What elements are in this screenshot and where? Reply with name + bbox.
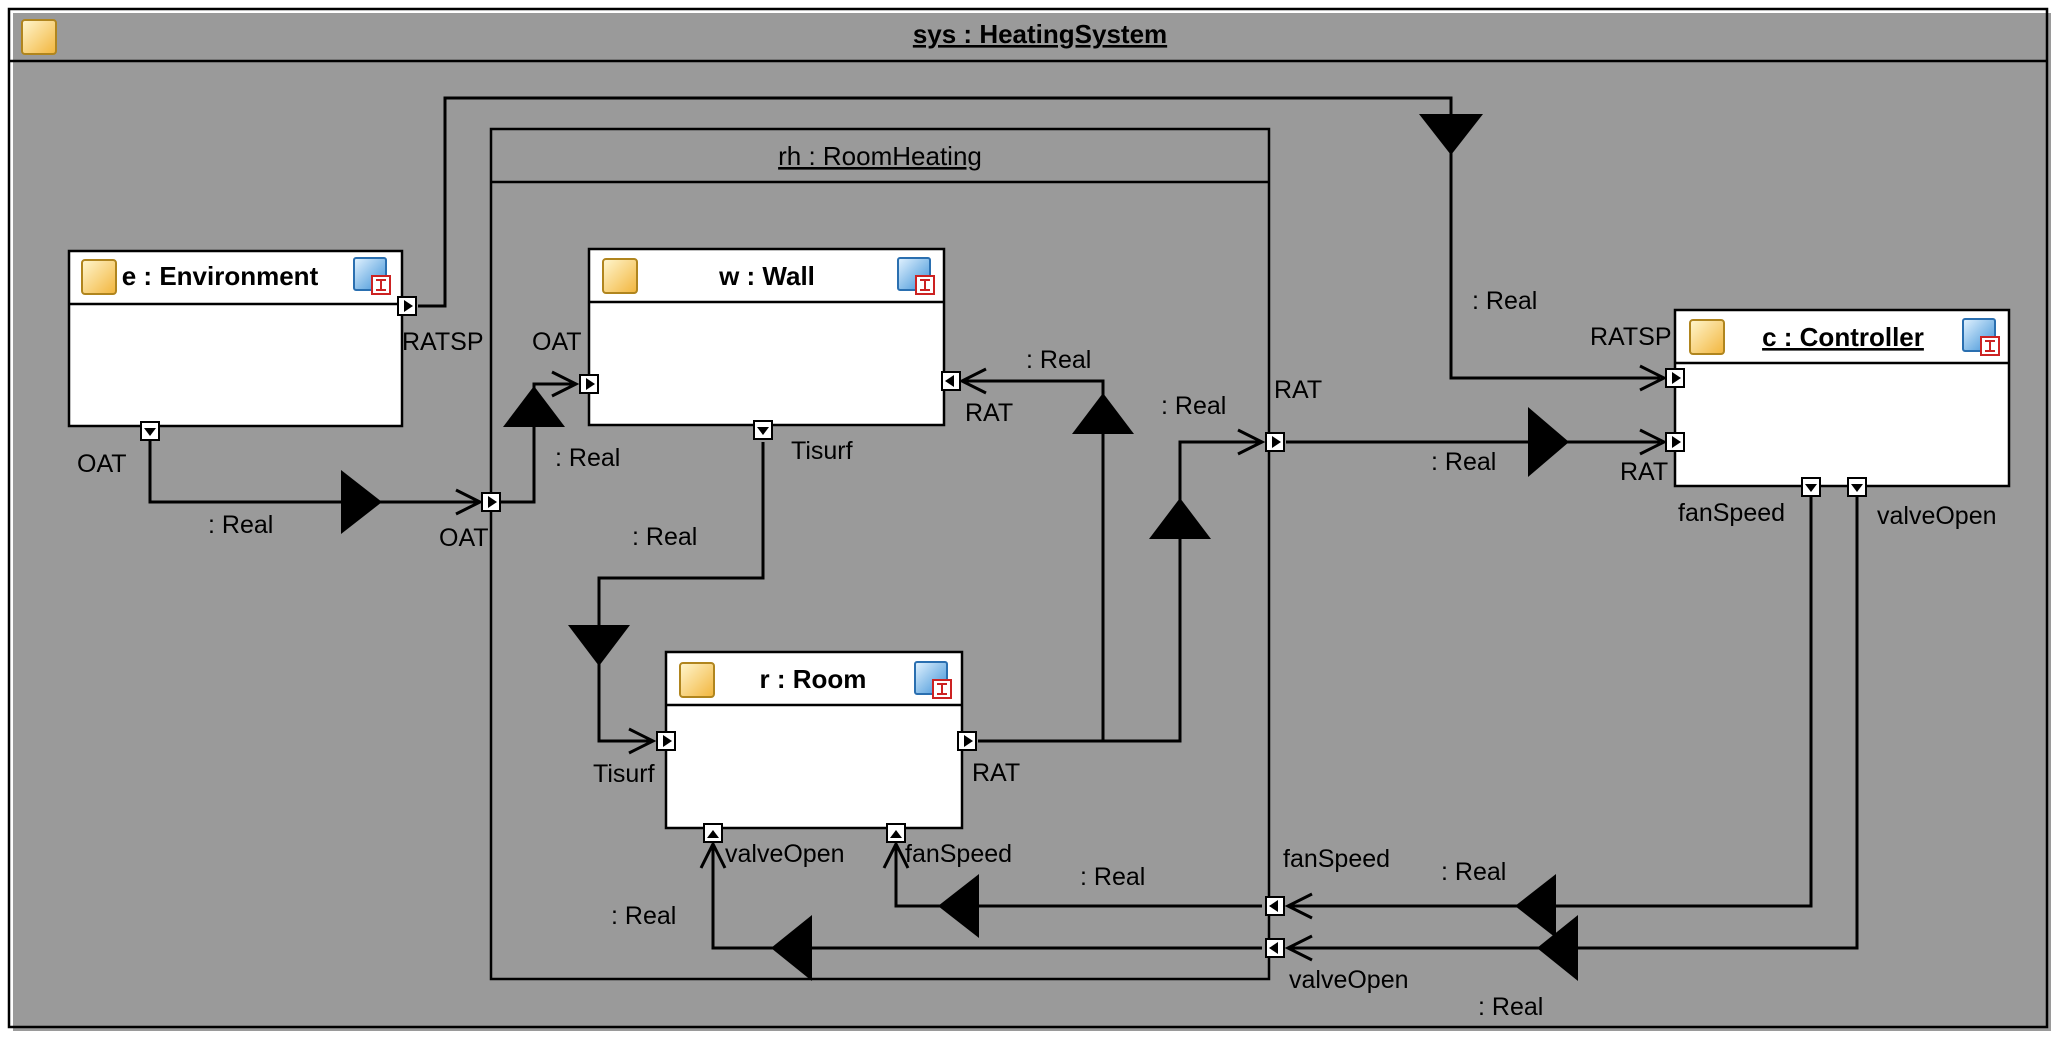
wire-ratsp <box>418 96 1660 380</box>
flow-type-label: : Real <box>1026 346 1091 374</box>
connectors <box>148 96 1859 962</box>
environment-diagram-icon <box>353 257 391 295</box>
ports <box>140 296 1867 958</box>
wall-tisurf-label: Tisurf <box>791 437 853 465</box>
ctrl-valveopen-label: valveOpen <box>1877 502 1997 530</box>
wall-oat-label: OAT <box>532 328 582 356</box>
ctrl-ratsp-label: RATSP <box>1590 323 1672 351</box>
wire-oat-wall <box>500 382 574 504</box>
flow-type-label: : Real <box>555 444 620 472</box>
wire-rat-rh <box>1103 440 1262 743</box>
flow-arrow <box>341 470 382 534</box>
room-fanspeed-label: fanSpeed <box>905 840 1012 868</box>
system-block-icon <box>21 19 57 55</box>
wire-fanspeed-room <box>894 844 1262 908</box>
room-rat-label: RAT <box>972 759 1020 787</box>
flow-direction-markers <box>341 114 1578 981</box>
wire-tisurf <box>597 442 765 743</box>
environment-block[interactable]: e : Environment <box>67 249 406 430</box>
wall-block-icon <box>602 258 638 294</box>
wire-valveopen-room <box>711 844 1262 950</box>
flow-type-label: : Real <box>1472 287 1537 315</box>
wall-title: w : Wall <box>718 261 815 291</box>
port-labels: RATSP OAT OAT OAT RAT Tisurf Tisurf RAT … <box>77 323 1997 994</box>
wall-block[interactable]: w : Wall <box>587 247 948 429</box>
system-title: sys : HeatingSystem <box>913 19 1167 49</box>
wall-rat-label: RAT <box>965 399 1013 427</box>
controller-diagram-icon <box>1962 318 2000 356</box>
flow-type-label: : Real <box>632 523 697 551</box>
flow-type-label: : Real <box>208 511 273 539</box>
room-diagram-icon <box>914 661 952 699</box>
flow-type-label: : Real <box>1441 858 1506 886</box>
ctrl-rat-label: RAT <box>1620 458 1668 486</box>
environment-title: e : Environment <box>122 261 319 291</box>
ctrl-fanspeed-label: fanSpeed <box>1678 499 1785 527</box>
room-block-icon <box>679 662 715 698</box>
room-title: r : Room <box>760 664 867 694</box>
wire-rat-wall <box>962 379 1105 743</box>
flow-type-label: : Real <box>611 902 676 930</box>
room-block[interactable]: r : Room <box>664 650 966 832</box>
controller-title: c : Controller <box>1762 322 1924 352</box>
room-valveopen-label: valveOpen <box>725 840 845 868</box>
room-tisurf-label: Tisurf <box>593 760 655 788</box>
rh-valveopen-label: valveOpen <box>1289 966 1409 994</box>
wire-valveopen-ctrl <box>1288 494 1859 950</box>
env-oat-label: OAT <box>77 450 127 478</box>
rh-oat-label: OAT <box>439 524 489 552</box>
room-heating-title: rh : RoomHeating <box>778 141 982 171</box>
flow-type-label: : Real <box>1478 993 1543 1021</box>
wall-diagram-icon <box>897 257 935 295</box>
rh-fanspeed-label: fanSpeed <box>1283 845 1390 873</box>
environment-block-icon <box>81 259 117 295</box>
flow-type-labels: : Real : Real : Real : Real : Real : Rea… <box>208 287 1543 1021</box>
env-ratsp-label: RATSP <box>402 328 484 356</box>
rh-rat-label: RAT <box>1274 376 1322 404</box>
flow-type-label: : Real <box>1161 392 1226 420</box>
flow-type-label: : Real <box>1080 863 1145 891</box>
controller-block-icon <box>1689 319 1725 355</box>
flow-type-label: : Real <box>1431 448 1496 476</box>
wire-fanspeed-ctrl <box>1288 494 1813 908</box>
controller-block[interactable]: c : Controller <box>1673 308 2013 490</box>
